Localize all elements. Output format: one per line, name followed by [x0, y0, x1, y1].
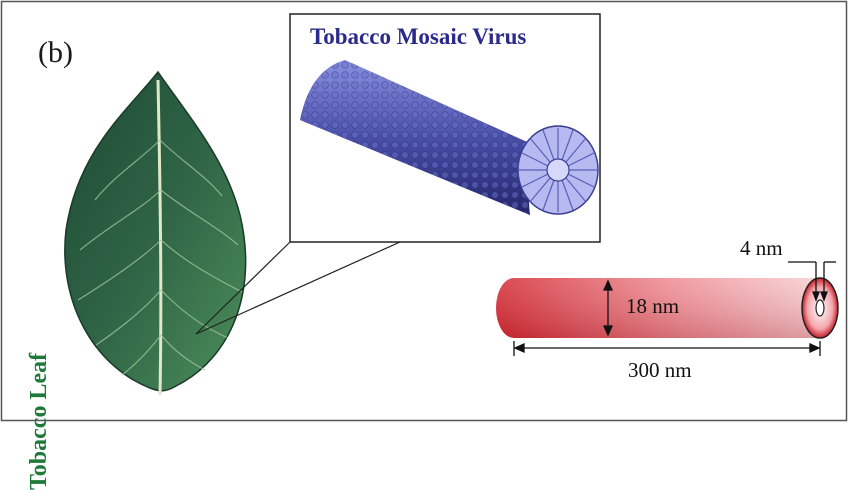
figure-graphics — [0, 0, 848, 422]
length-label: 300 nm — [628, 358, 692, 383]
leaf-label: Tobacco Leaf — [26, 310, 66, 490]
tobacco-leaf-image — [65, 72, 246, 395]
virus-title: Tobacco Mosaic Virus — [310, 24, 526, 50]
diameter-label: 18 nm — [626, 294, 679, 319]
core-label: 4 nm — [740, 236, 783, 261]
panel-label: (b) — [38, 36, 73, 70]
tmv-figure: (b) Tobacco Leaf Tobacco Mosaic Virus 18… — [0, 0, 848, 422]
